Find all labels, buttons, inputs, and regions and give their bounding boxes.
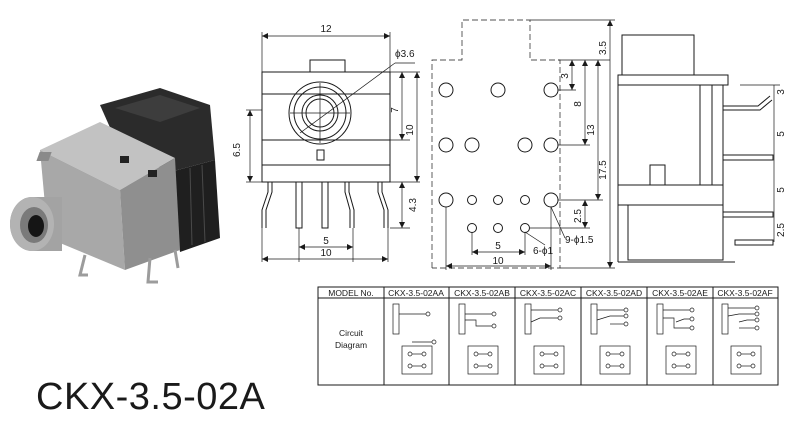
circuit-diagram-ae xyxy=(656,303,697,375)
dim-3-5: 3.5 xyxy=(598,41,609,55)
dim-hole-dia: ϕ3.6 xyxy=(395,49,415,60)
dim-pin-4-3: 4.3 xyxy=(408,198,419,212)
dim-pitch-5b: 5 xyxy=(495,241,501,252)
dim-height-6-5: 6.5 xyxy=(232,143,243,157)
side-dim-5b: 5 xyxy=(776,187,787,193)
model-ac: CKX-3.5-02AC xyxy=(520,288,576,298)
pcb-layout: 3 8 13 17.5 3.5 2.5 5 10 xyxy=(431,19,615,270)
table-header-model-label: MODEL No. xyxy=(328,288,374,298)
dim-3: 3 xyxy=(560,73,571,79)
dim-right-10: 10 xyxy=(405,124,416,136)
row-label-circuit: Circuit xyxy=(339,328,364,338)
callout-large-holes: 9-ϕ1.5 xyxy=(565,235,594,246)
side-dim-2-5: 2.5 xyxy=(776,223,787,237)
dim-right-7: 7 xyxy=(390,107,401,113)
model-af: CKX-3.5-02AF xyxy=(717,288,772,298)
front-view: 12 ϕ3.6 6.5 xyxy=(232,24,420,262)
model-aa: CKX-3.5-02AA xyxy=(388,288,444,298)
side-dim-5a: 5 xyxy=(776,131,787,137)
model-ad: CKX-3.5-02AD xyxy=(586,288,642,298)
dim-width-12: 12 xyxy=(320,24,332,35)
model-ae: CKX-3.5-02AE xyxy=(652,288,708,298)
jack-photo xyxy=(10,88,220,284)
dim-pitch-5: 5 xyxy=(323,236,329,247)
dim-span-10: 10 xyxy=(320,248,332,259)
side-view: 3 5 5 2.5 xyxy=(617,34,787,263)
circuit-diagram-af xyxy=(721,303,762,375)
dim-13: 13 xyxy=(586,124,597,136)
dim-17-5: 17.5 xyxy=(598,160,609,180)
dim-8: 8 xyxy=(573,101,584,107)
circuit-diagram-ab xyxy=(458,303,499,375)
circuit-diagram-ad xyxy=(590,303,631,375)
dim-span-10b: 10 xyxy=(492,256,504,267)
part-number-title: CKX-3.5-02A xyxy=(36,376,266,418)
side-dim-3: 3 xyxy=(776,89,787,95)
model-ab: CKX-3.5-02AB xyxy=(454,288,510,298)
dim-2-5: 2.5 xyxy=(573,209,584,223)
model-table: MODEL No. CKX-3.5-02AA CKX-3.5-02AB CKX-… xyxy=(317,286,779,386)
row-label-diagram: Diagram xyxy=(335,340,367,350)
circuit-diagram-ac xyxy=(524,303,565,375)
circuit-diagram-aa xyxy=(392,303,437,375)
callout-small-holes: 6-ϕ1 xyxy=(533,246,553,257)
